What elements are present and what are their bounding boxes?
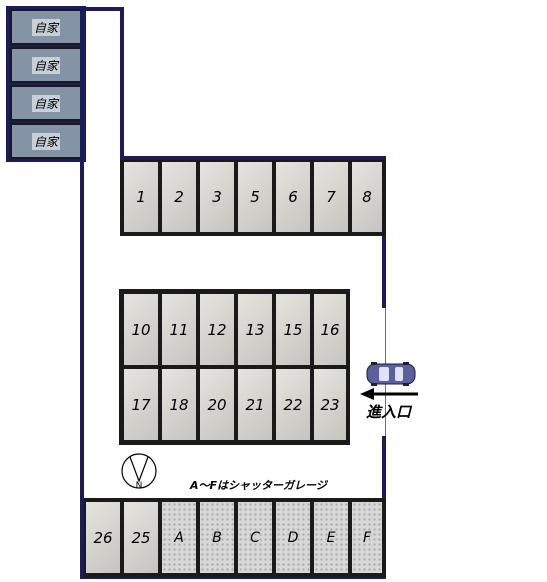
parking-stall: 11 [160, 292, 198, 367]
own-home-stall: 自家 [10, 85, 82, 121]
stall-number: 26 [93, 528, 113, 547]
own-home-label: 自家 [31, 132, 60, 150]
parking-stall: 8 [350, 160, 384, 234]
own-home-label: 自家 [31, 94, 60, 112]
shutter-garage: A [160, 500, 198, 575]
parking-stall: 21 [236, 367, 274, 442]
stall-number: 22 [283, 395, 303, 414]
stall-number: 7 [326, 188, 336, 206]
parking-stall: 15 [274, 292, 312, 367]
entrance-label: 進入口 [366, 403, 412, 421]
stall-number: 21 [245, 395, 265, 414]
garage-letter: C [250, 529, 260, 546]
parking-stall: 6 [274, 160, 312, 234]
wall-left [80, 7, 84, 579]
stall-number: 25 [131, 528, 151, 547]
shutter-garage: C [236, 500, 274, 575]
own-home-stall: 自家 [10, 9, 82, 45]
parking-stall: 17 [122, 367, 160, 442]
stall-number: 23 [320, 395, 340, 414]
compass-icon: N [121, 453, 157, 491]
stall-number: 18 [169, 395, 189, 414]
shutter-garage: D [274, 500, 312, 575]
parking-stall: 16 [312, 292, 348, 367]
own-home-stall: 自家 [10, 47, 82, 83]
stall-number: 12 [207, 320, 227, 339]
parking-stall: 3 [198, 160, 236, 234]
parking-stall: 20 [198, 367, 236, 442]
stall-number: 1 [136, 188, 146, 206]
stall-number: 13 [245, 320, 265, 339]
garage-letter: A [174, 529, 184, 546]
parking-stall: 18 [160, 367, 198, 442]
parking-stall: 22 [274, 367, 312, 442]
stall-number: 16 [320, 320, 340, 339]
stall-number: 5 [250, 188, 260, 206]
garage-letter: D [287, 529, 299, 546]
shutter-garage: F [350, 500, 384, 575]
parking-stall: 26 [84, 500, 122, 575]
stall-number: 2 [174, 188, 184, 206]
garage-letter: E [326, 529, 336, 546]
stall-number: 11 [169, 320, 189, 339]
stall-number: 10 [131, 320, 151, 339]
parking-stall: 10 [122, 292, 160, 367]
shutter-garage: E [312, 500, 350, 575]
parking-stall: 13 [236, 292, 274, 367]
parking-stall: 23 [312, 367, 348, 442]
wall-top-right [120, 156, 386, 160]
parking-stall: 25 [122, 500, 160, 575]
wall-inner-vertical [120, 7, 124, 160]
stall-number: 3 [212, 188, 222, 206]
entrance-arrow-icon [360, 388, 418, 400]
stall-number: 15 [283, 320, 303, 339]
parking-stall: 7 [312, 160, 350, 234]
wall-top-left [82, 7, 124, 11]
parking-stall: 12 [198, 292, 236, 367]
car-icon [366, 362, 416, 386]
parking-stall: 2 [160, 160, 198, 234]
own-home-stall: 自家 [10, 123, 82, 159]
garage-letter: F [362, 529, 372, 546]
compass-north-label: N [136, 481, 143, 491]
garage-letter: B [212, 529, 222, 546]
stall-number: 8 [362, 188, 372, 206]
stall-number: 20 [207, 395, 227, 414]
wall-bottom [80, 575, 386, 579]
stall-number: 17 [131, 395, 151, 414]
own-home-label: 自家 [31, 18, 60, 36]
own-home-label: 自家 [31, 56, 60, 74]
parking-stall: 1 [122, 160, 160, 234]
parking-stall: 5 [236, 160, 274, 234]
shutter-garage: B [198, 500, 236, 575]
stall-number: 6 [288, 188, 298, 206]
garage-note: A〜Fはシャッターガレージ [190, 479, 327, 492]
